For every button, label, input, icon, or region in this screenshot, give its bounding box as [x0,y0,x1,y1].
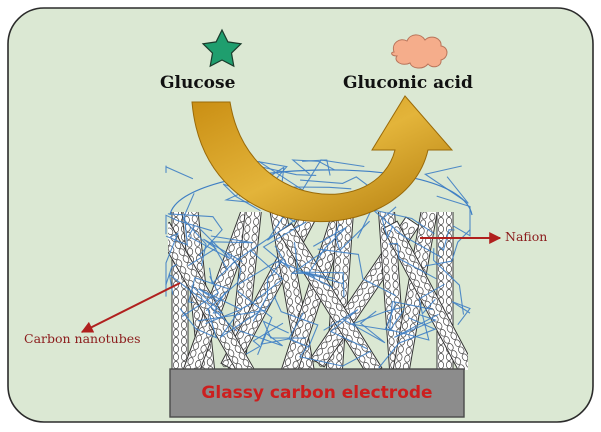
polymer-strand [378,317,437,369]
polymer-strand [290,248,344,285]
polymer-dome-outline [169,169,473,216]
polymer-strand [433,248,465,315]
polymer-strand [298,346,372,367]
polymer-strand [187,238,243,267]
polymer-strand [210,235,253,271]
polymer-strand [302,159,331,176]
glucose-label: Glucose [160,73,236,93]
polymer-strand [293,242,345,298]
polymer-strand [262,221,307,269]
polymer-strand [179,308,218,339]
polymer-strand [165,165,194,180]
polymer-strand [394,313,439,338]
polymer-strand [245,322,284,355]
polymer-strand [165,232,179,286]
polymer-strand [165,216,188,246]
polymer-strand [438,229,455,251]
reaction-arrow [191,95,454,223]
polymer-strand [287,312,309,348]
polymer-strand [436,195,471,237]
polymer-strand [187,276,230,304]
nafion-label: Nafion [505,229,548,244]
polymer-strand [424,229,471,267]
polymer-strand [191,285,226,314]
polymer-strand [182,193,207,267]
nafion-polymer-mesh [165,159,473,369]
polymer-strand [300,271,336,289]
polymer-strand [236,290,289,345]
polymer-strand [238,329,283,356]
polymer-strand [205,252,242,312]
polymer-strand [165,214,213,235]
polymer-strand [381,206,397,240]
polymer-strand [323,309,368,350]
polymer-strand [388,242,437,280]
polymer-strand [208,234,274,285]
polymer-strand [357,208,435,239]
glassy-carbon-electrode [169,368,465,418]
polymer-strand [418,283,445,315]
polymer-strand [187,225,231,260]
gluconic-acid-label: Gluconic acid [343,73,473,93]
polymer-strand [239,249,284,310]
polymer-strand [317,248,396,297]
polymer-strand [349,306,406,332]
cloud-icon [391,34,448,69]
polymer-strand [342,310,386,344]
star-icon [201,28,243,68]
polymer-strand [308,226,347,273]
polymer-strand [219,311,260,338]
polymer-strand [197,295,277,322]
polymer-strand [273,296,319,348]
electrode-label: Glassy carbon electrode [201,383,433,403]
polymer-strand [451,301,471,326]
polymer-strand [384,302,430,341]
polymer-strand [258,159,365,191]
carbon-nanotubes-label: Carbon nanotubes [24,331,141,346]
polymer-strand [334,220,370,252]
nanotube-pointer-arrow [80,282,181,333]
